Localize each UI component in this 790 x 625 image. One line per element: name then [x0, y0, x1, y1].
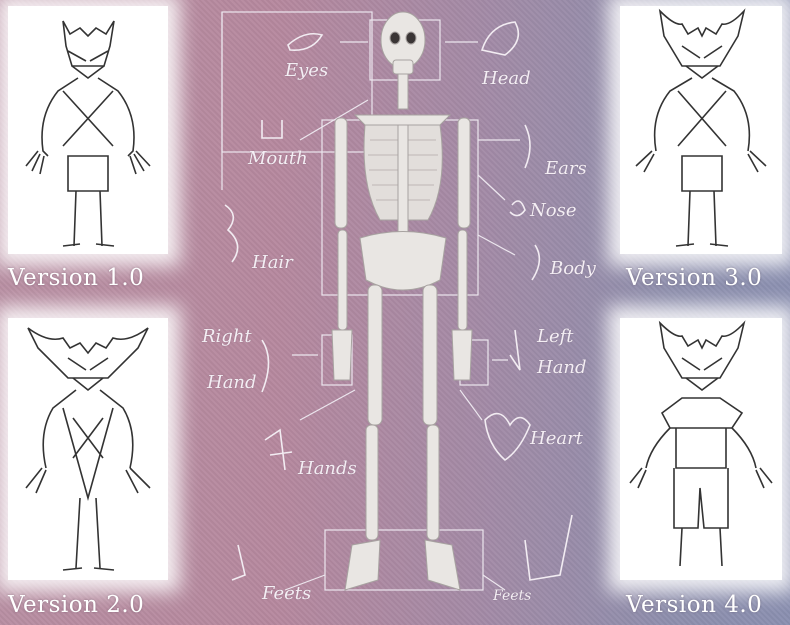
- mouth-doodle: [262, 120, 282, 138]
- hands-doodle: [265, 430, 292, 470]
- label-mouth: Mouth: [248, 148, 308, 169]
- left-hand-doodle: [510, 330, 520, 370]
- character-sketch-v4: [620, 318, 782, 580]
- ear-doodle: [525, 125, 530, 168]
- sketch-panel-v4: [620, 318, 782, 580]
- label-hands: Hands: [298, 458, 357, 479]
- character-sketch-v3: [620, 6, 782, 254]
- character-sketch-v1: [8, 6, 168, 254]
- label-head: Head: [482, 68, 531, 89]
- hair-doodle: [225, 205, 238, 262]
- heart-doodle: [485, 414, 530, 460]
- label-feets-right: Feets: [493, 588, 531, 604]
- sketch-panel-v2: [8, 318, 168, 580]
- foot-left-doodle: [232, 545, 245, 580]
- label-left-hand-2: Hand: [537, 357, 587, 378]
- version-label-4: Version 4.0: [626, 592, 762, 618]
- version-label-2: Version 2.0: [8, 592, 144, 618]
- body-doodle: [532, 245, 539, 280]
- label-nose: Nose: [530, 200, 576, 221]
- label-feets-left: Feets: [262, 583, 311, 604]
- label-heart: Heart: [530, 428, 583, 449]
- label-hair: Hair: [252, 252, 293, 273]
- right-hand-doodle: [262, 340, 269, 392]
- label-right-hand-1: Right: [202, 326, 252, 347]
- version-label-3: Version 3.0: [626, 265, 762, 291]
- sketch-panel-v3: [620, 6, 782, 254]
- label-eyes: Eyes: [285, 60, 328, 81]
- version-label-1: Version 1.0: [8, 265, 144, 291]
- sketch-panel-v1: [8, 6, 168, 254]
- label-body: Body: [550, 258, 596, 279]
- skeleton-diagram: [190, 0, 620, 625]
- head-doodle: [482, 22, 518, 55]
- label-left-hand-1: Left: [537, 326, 574, 347]
- foot-right-doodle: [525, 515, 572, 580]
- nose-doodle: [510, 201, 525, 216]
- skeleton: [332, 12, 472, 590]
- label-right-hand-2: Hand: [207, 372, 257, 393]
- character-sketch-v2: [8, 318, 168, 580]
- eye-doodle: [288, 34, 322, 50]
- label-ears: Ears: [545, 158, 587, 179]
